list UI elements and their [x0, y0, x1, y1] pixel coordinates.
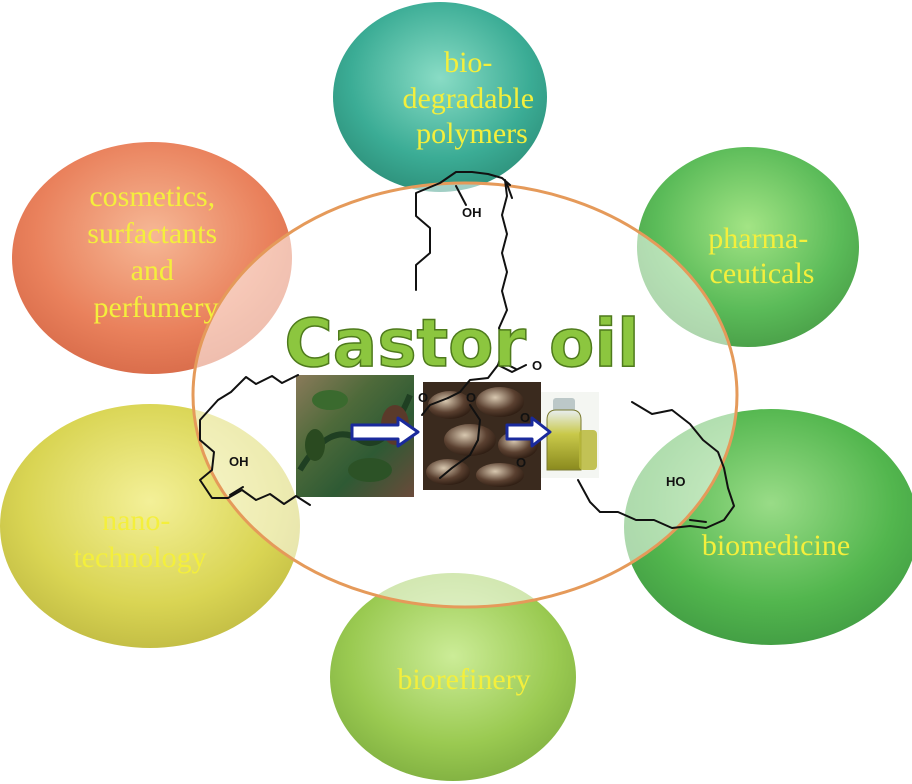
label-bio-polymers-line-1: bio- [444, 46, 492, 79]
label-o-ester-c: O [520, 410, 530, 425]
diagram-title: Castor oil [284, 305, 639, 382]
label-bio-polymers-line-3: polymers [416, 117, 528, 150]
process-arrows [350, 416, 552, 448]
chemical-labels: OH OH HO O O O O O [229, 205, 686, 489]
label-bio-polymers-line-2: degradable [402, 82, 534, 115]
label-cosmetics-line-2: surfactants [87, 217, 217, 250]
label-nanotechnology-line-1: nano- [102, 504, 170, 537]
label-ho-right: HO [666, 474, 686, 489]
label-pharmaceuticals: pharma- ceuticals [708, 222, 815, 290]
bubble-bio-polymers [333, 2, 547, 192]
label-cosmetics-line-1: cosmetics, [89, 180, 215, 213]
label-biomedicine-line-1: biomedicine [702, 529, 850, 562]
label-pharmaceuticals-line-1: pharma- [708, 222, 808, 255]
label-o-carbonyl: O [532, 358, 542, 373]
label-biomedicine: biomedicine [702, 529, 850, 562]
label-o-ester-a: O [418, 390, 428, 405]
label-biorefinery-line-1: biorefinery [397, 663, 530, 696]
label-cosmetics-line-3: and [131, 254, 174, 287]
castor-oil-jar-photo [541, 392, 599, 478]
label-o-ester-d: O [516, 455, 526, 470]
application-labels: bio- degradable polymers pharma- ceutica… [73, 46, 850, 696]
label-biorefinery: biorefinery [397, 663, 530, 696]
label-oh-top: OH [462, 205, 482, 220]
label-pharmaceuticals-line-2: ceuticals [710, 257, 815, 290]
label-oh-left: OH [229, 454, 249, 469]
label-cosmetics-line-4: perfumery [94, 291, 219, 324]
label-nanotechnology-line-2: technology [73, 541, 206, 574]
label-bio-polymers: bio- degradable polymers [402, 46, 541, 150]
label-cosmetics: cosmetics, surfactants and perfumery [87, 180, 224, 324]
label-o-ester-b: O [466, 390, 476, 405]
triglyceride-structure [199, 171, 735, 529]
bubble-biorefinery [330, 573, 576, 781]
right-arrow-icon [350, 416, 420, 448]
label-nanotechnology: nano- technology [73, 504, 206, 574]
right-arrow-icon [505, 416, 552, 448]
